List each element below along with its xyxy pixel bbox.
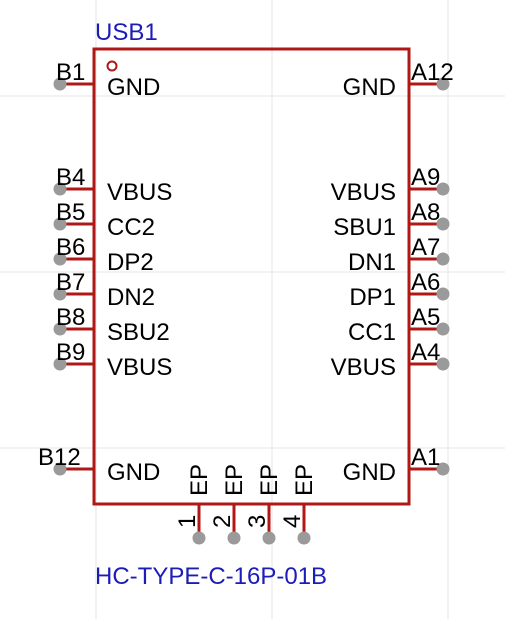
pin-number: A12 <box>411 59 454 86</box>
pin-number: 1 <box>174 515 201 528</box>
pin-name: DN2 <box>107 284 155 311</box>
pin-name: DP2 <box>107 249 154 276</box>
component-part-name[interactable]: HC-TYPE-C-16P-01B <box>95 563 327 590</box>
component-body[interactable] <box>92 47 411 506</box>
pin-end-dot[interactable] <box>436 182 450 196</box>
pin-name: VBUS <box>107 179 172 206</box>
pin-name: CC1 <box>348 319 396 346</box>
pin-end-dot[interactable] <box>53 287 67 301</box>
pin-end-dot[interactable] <box>436 357 450 371</box>
pin-number: A1 <box>411 444 440 471</box>
pin-end-dot[interactable] <box>436 217 450 231</box>
component-designator[interactable]: USB1 <box>95 19 158 46</box>
bottom-pin-1[interactable]: 1 EP <box>174 464 213 545</box>
pin-end-dot[interactable] <box>436 462 450 476</box>
pin-name: GND <box>107 74 160 101</box>
pin-end-dot[interactable] <box>297 531 311 545</box>
pin-number: A7 <box>411 234 440 261</box>
pin-number: B4 <box>56 164 85 191</box>
pin-number: 3 <box>244 515 271 528</box>
pin-name: EP <box>291 464 318 496</box>
pin-number: B7 <box>56 269 85 296</box>
pin-end-dot[interactable] <box>53 182 67 196</box>
pin-name: EP <box>221 464 248 496</box>
pin-name: SBU1 <box>333 214 396 241</box>
pin-name: VBUS <box>331 354 396 381</box>
pin-end-dot[interactable] <box>53 322 67 336</box>
pin-number: B8 <box>56 304 85 331</box>
pin-end-dot[interactable] <box>436 322 450 336</box>
pin-name: VBUS <box>331 179 396 206</box>
pin-end-dot[interactable] <box>192 531 206 545</box>
pin-name: CC2 <box>107 214 155 241</box>
pin-end-dot[interactable] <box>436 252 450 266</box>
left-pin-group: B1GNDB4VBUSB5CC2B6DP2B7DN2B8SBU2B9VBUSB1… <box>38 59 172 486</box>
pin-number: 2 <box>209 515 236 528</box>
pin-name: SBU2 <box>107 319 170 346</box>
pin-one-marker <box>106 60 118 72</box>
bottom-pin-2[interactable]: 2 EP <box>209 464 248 545</box>
pin-name: DN1 <box>348 249 396 276</box>
pin-number: A8 <box>411 199 440 226</box>
pin-name: GND <box>343 74 396 101</box>
pin-name: EP <box>256 464 283 496</box>
pin-end-dot[interactable] <box>227 531 241 545</box>
bottom-pin-3[interactable]: 3 EP <box>244 464 283 545</box>
pin-number: A6 <box>411 269 440 296</box>
pin-end-dot[interactable] <box>53 252 67 266</box>
pin-number: B6 <box>56 234 85 261</box>
pin-number: B5 <box>56 199 85 226</box>
bottom-pin-group: 1 EP 2 EP 3 EP 4 EP <box>174 464 318 545</box>
bottom-pin-4[interactable]: 4 EP <box>279 464 318 545</box>
pin-end-dot[interactable] <box>53 77 67 91</box>
pin-number: B9 <box>56 339 85 366</box>
pin-name: GND <box>107 459 160 486</box>
pin-number: A4 <box>411 339 440 366</box>
pin-name: VBUS <box>107 354 172 381</box>
pin-end-dot[interactable] <box>436 287 450 301</box>
pin-end-dot[interactable] <box>53 217 67 231</box>
pin-end-dot[interactable] <box>436 77 450 91</box>
pin-number: A5 <box>411 304 440 331</box>
pin-end-dot[interactable] <box>53 357 67 371</box>
pin-number: 4 <box>279 515 306 528</box>
pin-name: EP <box>186 464 213 496</box>
pin-number: A9 <box>411 164 440 191</box>
pin-number: B1 <box>56 59 85 86</box>
right-pin-group: A12GNDA9VBUSA8SBU1A7DN1A6DP1A5CC1A4VBUSA… <box>331 59 454 486</box>
pin-name: DP1 <box>349 284 396 311</box>
pin-name: GND <box>343 459 396 486</box>
pin-number: B12 <box>38 444 81 471</box>
pin-end-dot[interactable] <box>53 462 67 476</box>
pin-end-dot[interactable] <box>262 531 276 545</box>
